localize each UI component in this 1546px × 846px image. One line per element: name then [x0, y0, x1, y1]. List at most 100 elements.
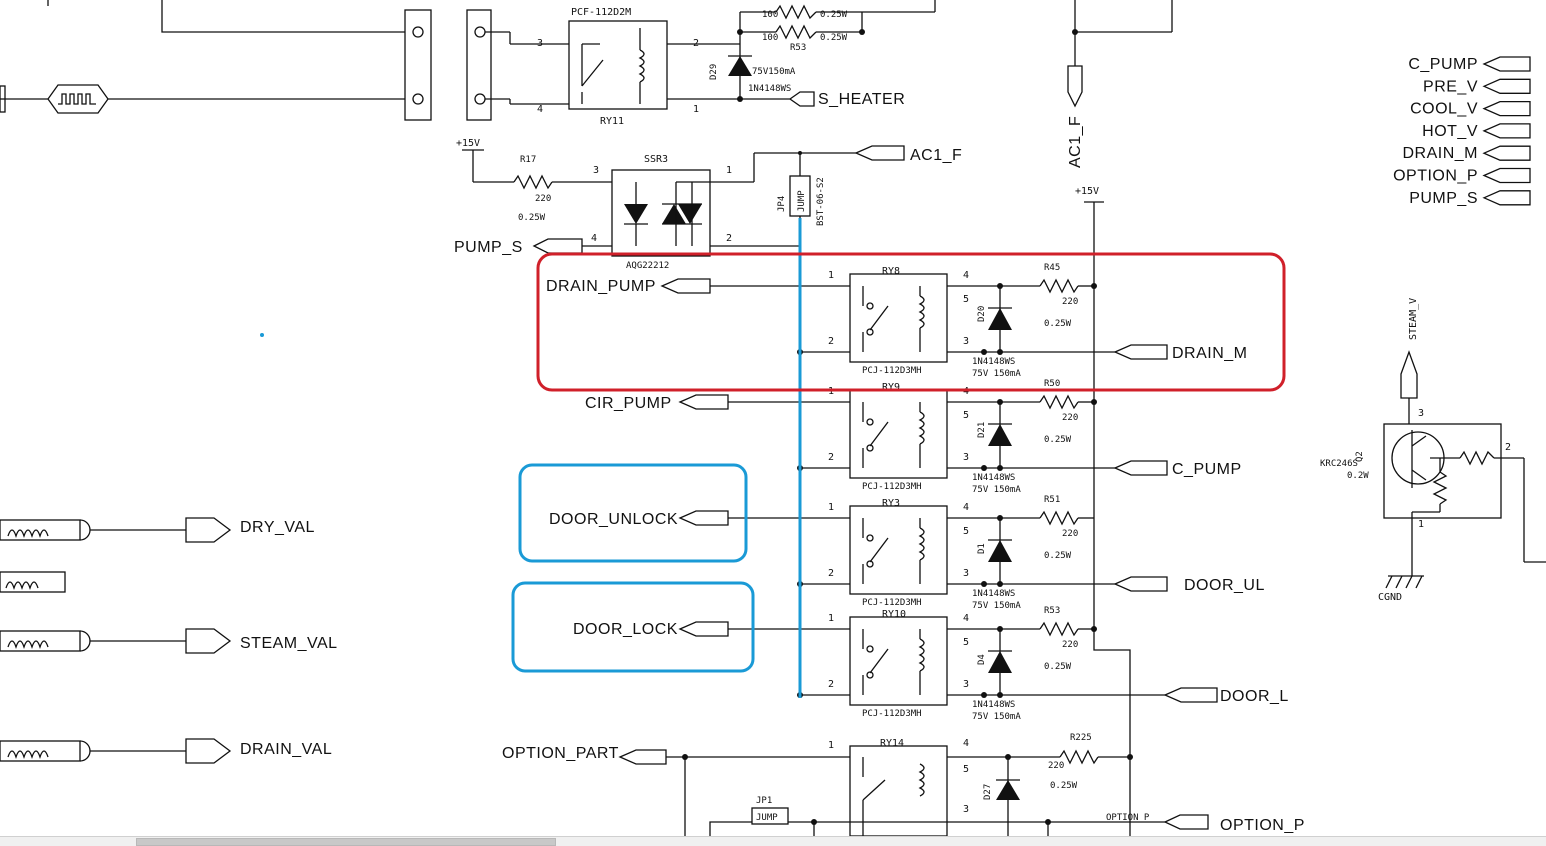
svg-text:0.2W: 0.2W [1347, 471, 1369, 481]
label-door-lock: DOOR_LOCK [573, 621, 678, 638]
svg-text:SSR3: SSR3 [644, 154, 668, 165]
valve-row-3 [0, 738, 232, 764]
blue-highlight-box-door-unlock [518, 463, 748, 563]
relay-icon [849, 389, 948, 479]
resistor-icon [1039, 510, 1079, 526]
svg-text:JP4: JP4 [777, 196, 787, 212]
right-port-4: HOT_V [1422, 123, 1531, 140]
top-left-wiring [0, 0, 405, 114]
valve-stub-2 [0, 571, 66, 593]
diode-rating: 75V 150mA [972, 485, 1021, 495]
resistor-icon [1039, 621, 1079, 637]
diode-d29: D29 75V150mA 1N4148WS [709, 12, 796, 102]
svg-text:1: 1 [1418, 519, 1424, 530]
resistor-icon [1039, 394, 1079, 410]
pin-label: 3 [963, 452, 969, 463]
svg-text:1: 1 [828, 740, 834, 751]
pin-label: 5 [963, 410, 969, 421]
svg-text:CGND: CGND [1378, 592, 1402, 603]
label-drain-m: DRAIN_M [1172, 345, 1248, 362]
red-highlight-box [536, 252, 1286, 392]
svg-text:+15V: +15V [1075, 186, 1099, 197]
ssr3: SSR3 1 2 4 AQG22212 [582, 152, 856, 271]
port-ac1-f: AC1_F [854, 145, 962, 164]
output-port-icon [1113, 344, 1168, 360]
top-resistors: 100 100 0.25W 0.25W R53 [740, 0, 936, 53]
svg-text:RY11: RY11 [600, 116, 624, 127]
label-steam-val: STEAM_VAL [240, 635, 338, 652]
resistor-label: R45 [1044, 263, 1060, 273]
connector-left [404, 9, 432, 121]
coil-icon [918, 527, 925, 561]
output-port-icon [1113, 460, 1168, 476]
right-port-7: PUMP_S [1409, 190, 1531, 207]
resistor-wattage: 0.25W [1044, 319, 1072, 329]
right-port-label: PRE_V [1423, 78, 1478, 95]
pin-label: 2 [828, 568, 834, 579]
right-port-5: DRAIN_M [1402, 145, 1531, 162]
relay-label: RY8 [882, 266, 900, 277]
diode-icon [988, 540, 1012, 562]
svg-text:2: 2 [726, 233, 732, 244]
relay-part: PCJ-112D3MH [862, 482, 922, 492]
port-icon [1482, 167, 1531, 184]
svg-text:220: 220 [1048, 761, 1064, 771]
relay-part: PCJ-112D3MH [862, 598, 922, 608]
valve-row-2 [0, 628, 232, 654]
pin-label: 4 [963, 613, 969, 624]
svg-text:AQG22212: AQG22212 [626, 261, 669, 271]
svg-text:2: 2 [1505, 442, 1511, 453]
svg-text:OPTION_PART: OPTION_PART [502, 745, 619, 762]
svg-text:OPTION_P: OPTION_P [1106, 813, 1150, 823]
svg-text:0.25W: 0.25W [518, 213, 546, 223]
svg-text:0.25W: 0.25W [1050, 781, 1078, 791]
svg-text:100: 100 [762, 10, 778, 20]
svg-text:3: 3 [537, 38, 543, 49]
svg-text:4: 4 [591, 233, 597, 244]
relay-label: RY3 [882, 498, 900, 509]
diode-icon [988, 651, 1012, 673]
svg-text:0.25W: 0.25W [820, 10, 848, 20]
pin-label: 3 [963, 336, 969, 347]
svg-text:JUMP: JUMP [797, 190, 807, 212]
right-port-label: COOL_V [1410, 101, 1478, 118]
label-door-l: DOOR_L [1220, 688, 1289, 705]
pin-label: 4 [963, 270, 969, 281]
svg-text:220: 220 [535, 194, 551, 204]
svg-text:1: 1 [693, 104, 699, 115]
svg-text:R17: R17 [520, 155, 536, 165]
svg-text:JUMP: JUMP [756, 813, 778, 823]
svg-text:4: 4 [537, 104, 543, 115]
blue-highlight-box-door-lock [511, 581, 755, 673]
svg-text:1: 1 [726, 165, 732, 176]
svg-text:3: 3 [593, 165, 599, 176]
relay-icon [849, 505, 948, 595]
svg-text:R225: R225 [1070, 733, 1092, 743]
r17-group: +15V R17 220 0.25W 3 [456, 138, 612, 223]
diode-label: D4 [977, 654, 987, 665]
diode-icon [988, 424, 1012, 446]
coil-icon [918, 638, 925, 672]
svg-text:D29: D29 [709, 64, 719, 80]
output-port-icon [185, 628, 232, 654]
right-port-label: HOT_V [1422, 123, 1478, 140]
valve-rows [0, 517, 232, 764]
diode-rating: 75V 150mA [972, 601, 1021, 611]
coil-icon [918, 411, 925, 445]
pin-label: 5 [963, 526, 969, 537]
solenoid-icon [7, 529, 49, 539]
resistor-value: 220 [1062, 413, 1078, 423]
diode-part: 1N4148WS [972, 700, 1015, 710]
label-ac1f-vertical: AC1_F [1067, 116, 1084, 168]
pin-label: 2 [828, 679, 834, 690]
resistor-label: R51 [1044, 495, 1060, 505]
pin-label: 1 [828, 613, 834, 624]
diode-part: 1N4148WS [972, 589, 1015, 599]
port-icon [1482, 100, 1531, 117]
right-ports: C_PUMPPRE_VCOOL_VHOT_VDRAIN_MOPTION_PPUM… [1393, 56, 1531, 207]
svg-text:D27: D27 [983, 784, 993, 800]
solenoid-icon [7, 750, 49, 760]
right-port-label: C_PUMP [1408, 56, 1478, 73]
solenoid-icon [7, 640, 49, 650]
port-icon [1482, 123, 1531, 139]
